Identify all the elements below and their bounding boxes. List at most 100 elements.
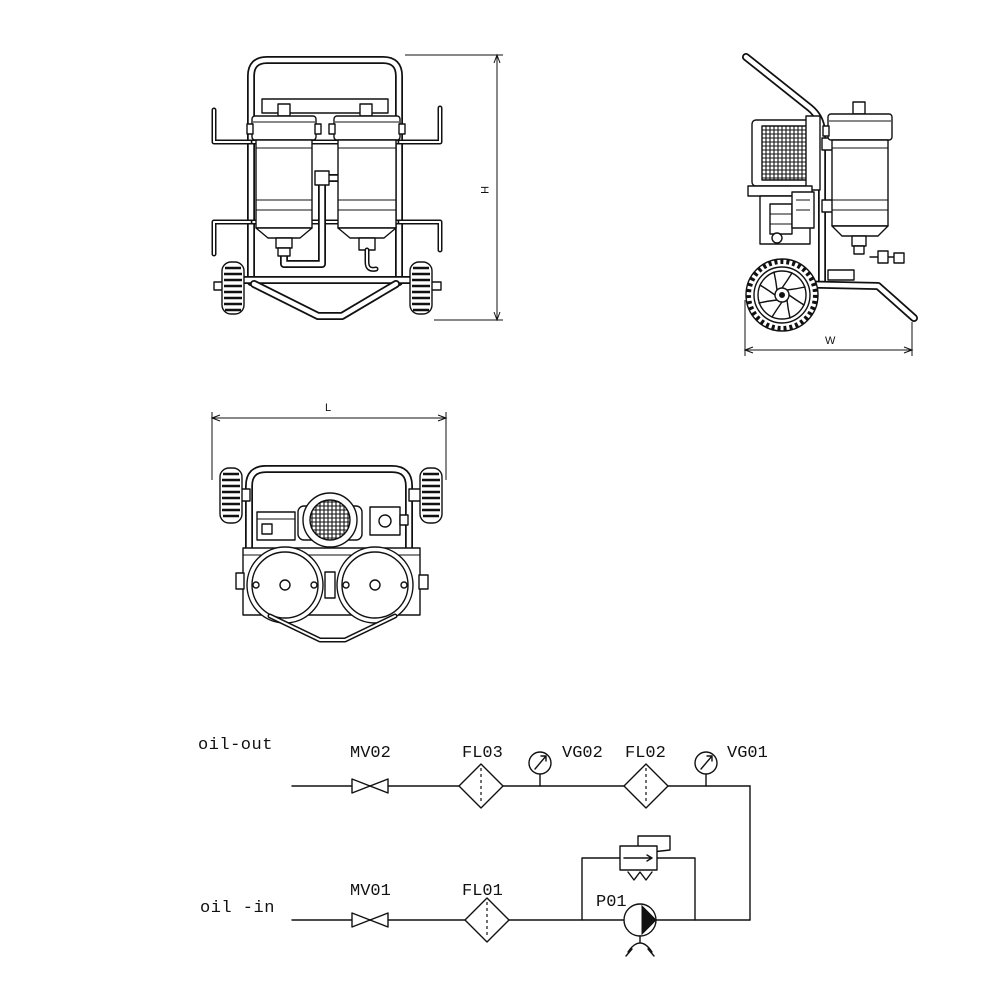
mv01-label: MV01 bbox=[350, 882, 391, 901]
top-view: L bbox=[210, 402, 448, 643]
left-filter-cap-bolt-right bbox=[314, 123, 322, 135]
right-filter-drain-hook-fill bbox=[366, 249, 377, 271]
height-dimension-arrows bbox=[493, 53, 501, 322]
front-right-wheel-tread bbox=[412, 266, 430, 312]
front-right-wheel bbox=[409, 261, 433, 315]
relief-valve-spring bbox=[627, 871, 653, 881]
length-label: L bbox=[325, 402, 331, 414]
top-motor bbox=[297, 492, 363, 548]
side-filter-bottom bbox=[831, 225, 889, 237]
mv02-label: MV02 bbox=[350, 744, 391, 763]
p01-label: P01 bbox=[596, 893, 627, 912]
length-extension-lines bbox=[211, 412, 447, 480]
top-left-filter-cap-inner bbox=[251, 551, 319, 619]
height-extension-lines bbox=[405, 54, 503, 321]
valve-icon bbox=[369, 912, 389, 928]
front-top-plate bbox=[261, 98, 389, 114]
width-dimension-arrows bbox=[743, 346, 914, 354]
fl02-label: FL02 bbox=[625, 744, 666, 763]
hydraulic-schematic: oil-out oil -in MV02 FL03 VG02 bbox=[198, 736, 768, 957]
side-filter-cap bbox=[827, 113, 893, 141]
pump-details bbox=[770, 199, 810, 225]
front-left-lower-bracket-fill bbox=[213, 221, 251, 255]
right-filter-body bbox=[337, 139, 397, 229]
width-dimension: W bbox=[743, 300, 914, 356]
side-pump bbox=[747, 185, 815, 245]
top-right-bolt bbox=[399, 514, 409, 526]
fl03-label: FL03 bbox=[462, 744, 503, 763]
front-pipe-fitting bbox=[314, 170, 330, 186]
valve-icon bbox=[351, 912, 371, 928]
gauge-needle bbox=[534, 755, 547, 770]
wheel-inner-ring bbox=[757, 270, 807, 320]
p01-pump: P01 bbox=[596, 893, 657, 957]
side-view: W bbox=[742, 53, 918, 356]
length-dimension-arrows bbox=[210, 414, 448, 422]
right-filter-bottom bbox=[337, 227, 397, 239]
width-label: W bbox=[825, 335, 836, 347]
top-left-stub bbox=[235, 572, 245, 590]
length-dimension: L bbox=[210, 402, 448, 480]
valve-icon bbox=[351, 778, 371, 794]
front-right-lower-bracket-outline bbox=[397, 219, 443, 253]
side-filter-drain bbox=[853, 245, 865, 255]
side-wheel bbox=[745, 258, 819, 332]
top-right-filter-cap-inner bbox=[341, 551, 409, 619]
side-filter-knob bbox=[852, 101, 866, 115]
gauge-needle bbox=[700, 755, 713, 770]
front-left-upper-bracket-fill bbox=[213, 109, 251, 143]
fl03-filter: FL03 bbox=[458, 744, 504, 809]
front-right-lower-bracket-fill bbox=[399, 221, 441, 251]
top-left-filter-cap-hub bbox=[279, 579, 291, 591]
top-handle-fill bbox=[246, 466, 412, 555]
motor-icon bbox=[625, 942, 655, 957]
outlet-port-label: oil-out bbox=[198, 736, 273, 755]
left-filter-knob bbox=[277, 103, 291, 117]
left-filter-drain bbox=[277, 247, 291, 257]
top-right-wheel-tread bbox=[422, 472, 440, 518]
top-base-frame-fill bbox=[269, 615, 396, 641]
side-motor bbox=[751, 115, 821, 191]
relief-valve-arrow bbox=[623, 854, 653, 862]
pump-direction-triangle bbox=[641, 904, 657, 936]
vg02-gauge: VG02 bbox=[528, 744, 603, 787]
left-filter-bottom bbox=[255, 227, 313, 239]
vg01-label: VG01 bbox=[727, 744, 768, 763]
pump-head bbox=[769, 203, 793, 235]
top-right-axle bbox=[408, 488, 422, 502]
valve-icon bbox=[369, 778, 389, 794]
top-right-filter-bolt-b bbox=[400, 581, 408, 589]
top-center-fitting bbox=[324, 571, 336, 599]
left-filter-cap bbox=[251, 115, 317, 141]
top-left-junction-box-gland bbox=[261, 523, 273, 535]
top-motor-mesh bbox=[310, 500, 350, 540]
side-filter-cap-bolt bbox=[822, 125, 830, 137]
front-left-wheel bbox=[221, 261, 245, 315]
fl01-label: FL01 bbox=[462, 882, 503, 901]
side-filter-nozzle bbox=[851, 235, 867, 247]
left-filter-body bbox=[255, 139, 313, 229]
top-left-wheel-tread bbox=[222, 472, 240, 518]
vg01-gauge: VG01 bbox=[694, 744, 768, 787]
side-filter-body bbox=[831, 139, 889, 227]
wheel-tread bbox=[746, 259, 818, 331]
relief-valve bbox=[619, 835, 671, 881]
left-filter-body-bands bbox=[256, 147, 312, 211]
inlet-port-label: oil -in bbox=[200, 899, 275, 918]
top-right-filter-cap-hub bbox=[369, 579, 381, 591]
right-filter-cap bbox=[333, 115, 401, 141]
front-right-upper-bracket-fill bbox=[399, 107, 441, 143]
top-left-filter-bolt-b bbox=[310, 581, 318, 589]
side-filter-housing bbox=[821, 101, 905, 264]
top-filter-plate bbox=[235, 546, 429, 624]
wheel-spokes bbox=[758, 271, 806, 319]
front-view: H bbox=[211, 53, 503, 322]
fl02-filter: FL02 bbox=[623, 744, 669, 809]
front-base-frame-outline bbox=[250, 280, 400, 320]
mv02-valve: MV02 bbox=[350, 744, 391, 794]
pump-port bbox=[771, 232, 783, 244]
right-filter-cap-bolt-left bbox=[328, 123, 336, 135]
side-outlet-fitting-a bbox=[877, 250, 889, 264]
right-filter-knob bbox=[359, 103, 373, 117]
